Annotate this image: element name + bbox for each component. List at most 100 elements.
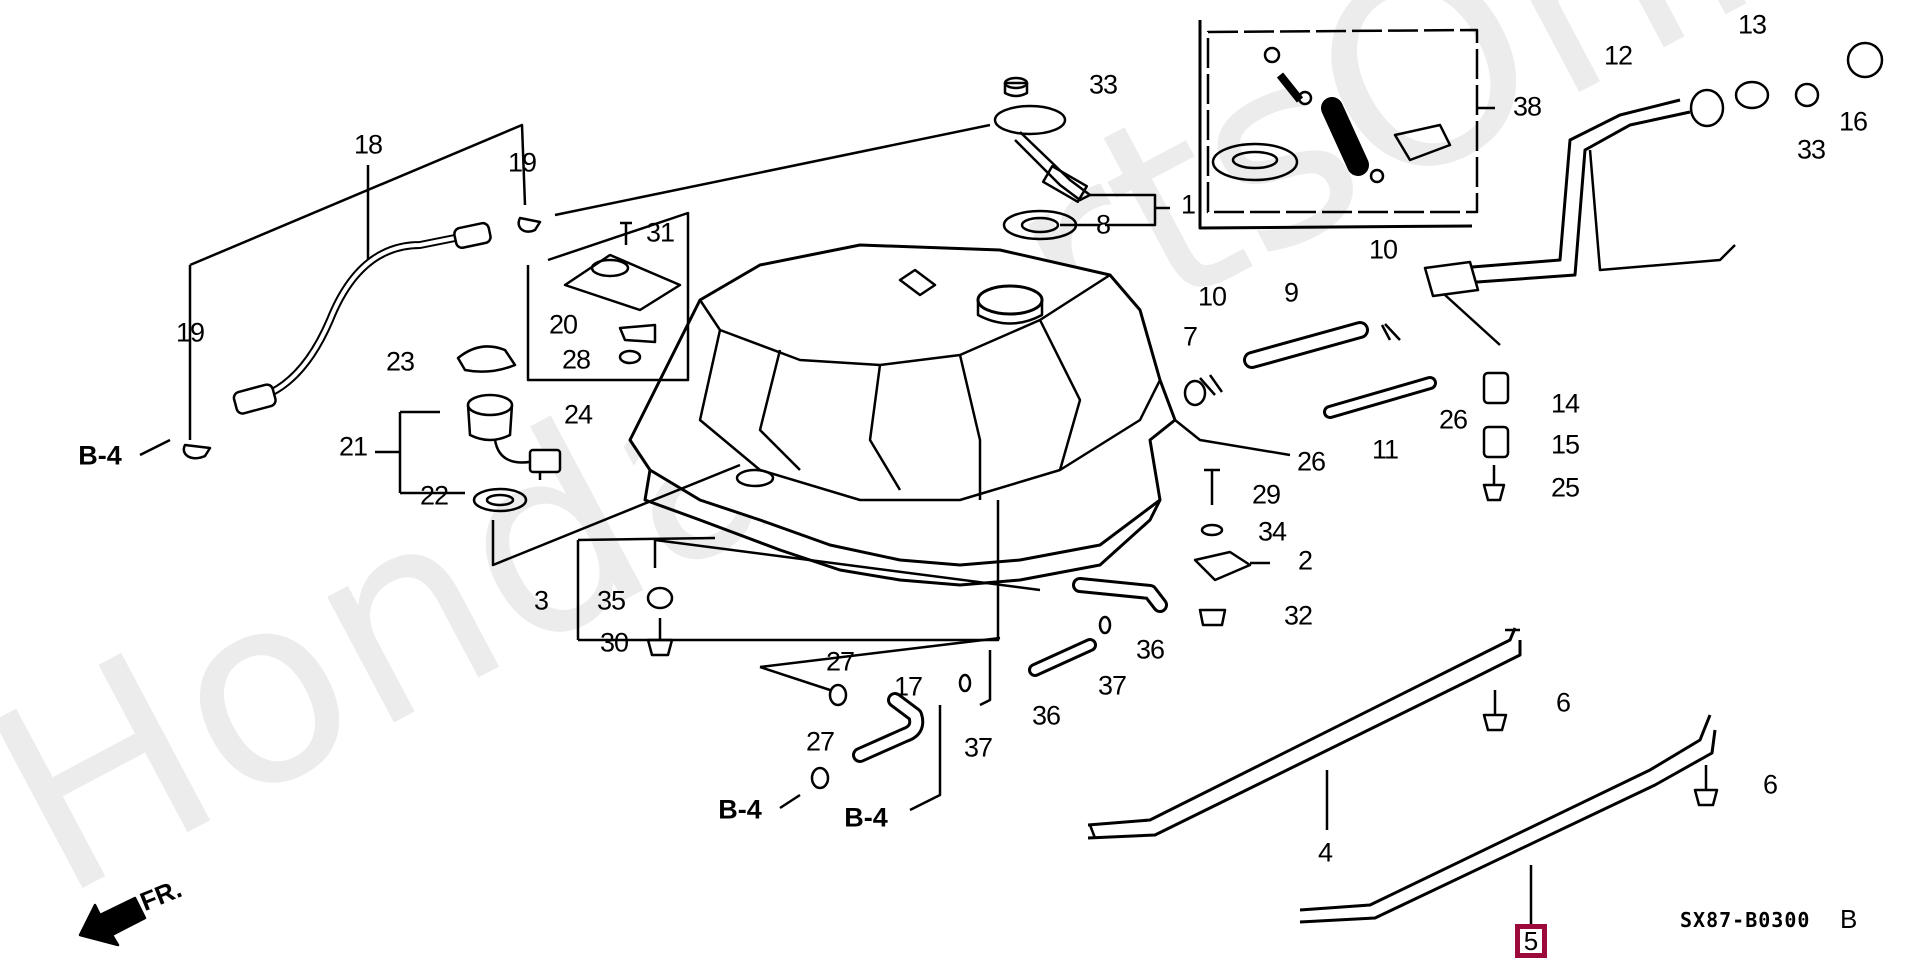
retainer-23[interactable]	[456, 345, 517, 373]
callout-36b[interactable]: 36	[1031, 700, 1061, 731]
callout-32[interactable]: 32	[1283, 600, 1313, 631]
fuel-pump-assembly[interactable]	[993, 76, 1092, 241]
callout-11[interactable]: 11	[1371, 434, 1399, 465]
reference-b4[interactable]: B-4	[78, 440, 122, 471]
hose-36b-inner	[1031, 641, 1094, 674]
clip-19b[interactable]	[182, 443, 212, 460]
leader-27	[759, 636, 1001, 692]
hose-9-inner	[1246, 324, 1366, 366]
bracket-3	[576, 500, 1000, 642]
callout-33b[interactable]: 33	[1796, 134, 1826, 165]
callout-27b[interactable]: 27	[805, 726, 835, 757]
callout-24[interactable]: 24	[563, 399, 593, 430]
callout-17[interactable]: 17	[893, 671, 923, 702]
hose-11-inner	[1326, 379, 1434, 416]
gasket-22-inner	[485, 493, 515, 507]
gasket-22[interactable]	[472, 487, 528, 513]
clamp-27b[interactable]	[810, 766, 830, 790]
clip-19a[interactable]	[517, 216, 542, 233]
gasket-13[interactable]	[1734, 80, 1770, 110]
callout-10b[interactable]: 10	[1197, 281, 1227, 312]
plug-15[interactable]	[1482, 425, 1510, 459]
bolt-30[interactable]	[646, 618, 674, 657]
grommet-7[interactable]	[1183, 379, 1207, 407]
callout-26a[interactable]: 26	[1438, 404, 1468, 435]
callout-4[interactable]: 4	[1317, 837, 1333, 868]
callout-20[interactable]: 20	[548, 309, 578, 340]
bolt-25[interactable]	[1482, 465, 1506, 502]
callout-9[interactable]: 9	[1283, 277, 1299, 308]
fuel-tank[interactable]	[628, 243, 1177, 587]
diagram-revision: B	[1840, 904, 1858, 934]
nut-32[interactable]	[1198, 608, 1227, 627]
callout-33[interactable]: 33	[1088, 69, 1118, 100]
callout-30[interactable]: 30	[599, 627, 629, 658]
callout-14[interactable]: 14	[1550, 388, 1580, 419]
callout-2[interactable]: 2	[1297, 545, 1313, 576]
callout-10a[interactable]: 10	[1368, 234, 1398, 265]
callout-36a[interactable]: 36	[1135, 634, 1165, 665]
callout-37b[interactable]: 37	[963, 732, 993, 763]
callout-18[interactable]: 18	[353, 129, 383, 160]
clamp-10b[interactable]	[1199, 374, 1224, 396]
washer-35[interactable]	[646, 586, 674, 610]
callout-27a[interactable]: 27	[825, 646, 855, 677]
fuel-cap-16[interactable]	[1846, 41, 1884, 79]
callout-7[interactable]: 7	[1182, 321, 1198, 352]
leader-8	[1060, 193, 1105, 227]
bracket-20[interactable]	[618, 323, 657, 344]
bolt-29[interactable]	[1204, 468, 1220, 505]
callout-23[interactable]: 23	[385, 346, 415, 377]
callout-8[interactable]: 8	[1095, 209, 1111, 240]
callout-26b[interactable]: 26	[1296, 446, 1326, 477]
callout-19b[interactable]: 19	[175, 317, 205, 348]
fuel-gauge-wire-18[interactable]	[232, 221, 492, 415]
callout-35[interactable]: 35	[596, 585, 626, 616]
callout-34[interactable]: 34	[1257, 516, 1287, 547]
callout-15[interactable]: 15	[1550, 429, 1580, 460]
fuel-sender-21[interactable]	[466, 393, 562, 480]
reference-b4[interactable]: B-4	[718, 794, 762, 825]
callout-16[interactable]: 16	[1838, 106, 1868, 137]
regulator-2[interactable]	[1193, 550, 1270, 582]
leader-b4-left	[139, 438, 171, 457]
callout-6b[interactable]: 6	[1762, 769, 1778, 800]
callout-13[interactable]: 13	[1737, 9, 1767, 40]
clip-37a[interactable]	[1098, 615, 1112, 635]
bolt-6a[interactable]	[1482, 690, 1508, 732]
reference-b4[interactable]: B-4	[844, 802, 888, 833]
clamp-10[interactable]	[1380, 323, 1401, 341]
callout-22[interactable]: 22	[419, 480, 449, 511]
filler-pipe[interactable]	[1423, 88, 1736, 298]
highlighted-callout-5[interactable]: 5	[1515, 924, 1547, 958]
callout-3[interactable]: 3	[533, 585, 549, 616]
leader-26	[1174, 419, 1291, 457]
callout-37a[interactable]: 37	[1097, 670, 1127, 701]
bolt-6b[interactable]	[1693, 765, 1719, 807]
callout-38[interactable]: 38	[1512, 91, 1542, 122]
leader-b4	[779, 705, 942, 812]
clamp-27a[interactable]	[828, 683, 848, 707]
callout-19a[interactable]: 19	[507, 147, 537, 178]
bracket-pipe	[979, 650, 992, 707]
callout-28[interactable]: 28	[561, 344, 591, 375]
leader-35	[653, 538, 1041, 592]
callout-12[interactable]: 12	[1603, 40, 1633, 71]
callout-1[interactable]: 1	[1180, 189, 1196, 220]
strap-4[interactable]	[1087, 627, 1522, 840]
strap-5[interactable]	[1299, 714, 1717, 924]
callout-29[interactable]: 29	[1251, 479, 1281, 510]
callout-25[interactable]: 25	[1550, 472, 1580, 503]
nut-33b[interactable]	[1794, 82, 1820, 108]
plug-14[interactable]	[1482, 371, 1510, 405]
bolt-31[interactable]	[620, 221, 632, 245]
washer-34[interactable]	[1200, 523, 1224, 537]
callout-21[interactable]: 21	[338, 431, 368, 462]
hose-36a-inner	[1075, 580, 1165, 610]
callout-31[interactable]: 31	[645, 217, 675, 248]
clip-37b[interactable]	[958, 673, 972, 693]
nut-28[interactable]	[618, 349, 642, 365]
callout-6a[interactable]: 6	[1555, 687, 1571, 718]
cover-boss	[590, 258, 630, 278]
pump-kit-box-38[interactable]	[1198, 20, 1495, 230]
